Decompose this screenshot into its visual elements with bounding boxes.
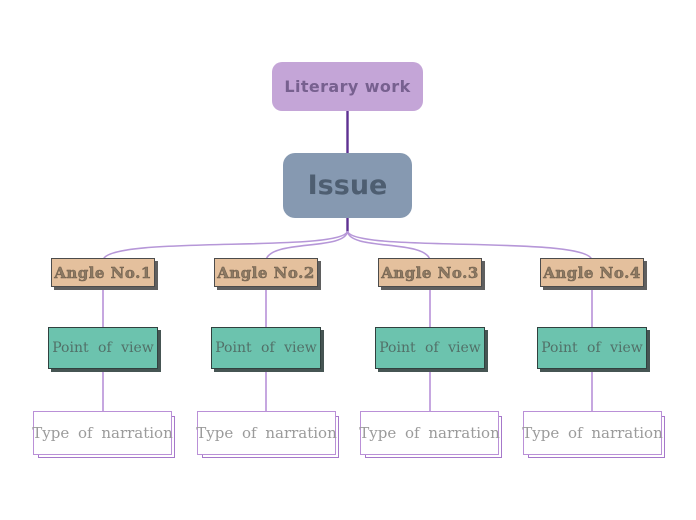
node-angle-4[interactable]: Angle No.4 xyxy=(540,258,644,287)
node-type-of-narration-3[interactable]: Type of narration xyxy=(359,411,500,455)
node-type-of-narration-2[interactable]: Type of narration xyxy=(196,411,337,455)
node-literary-work[interactable]: Literary work xyxy=(272,62,423,111)
node-point-of-view-4[interactable]: Point of view xyxy=(537,327,647,369)
node-point-of-view-1[interactable]: Point of view xyxy=(48,327,158,369)
connector-to-angle-2 xyxy=(265,230,349,261)
node-type-of-narration-1[interactable]: Type of narration xyxy=(32,411,173,455)
connector-fan-issue-to-angles xyxy=(102,230,593,261)
connector-column-lines xyxy=(102,285,593,413)
node-point-of-view-3[interactable]: Point of view xyxy=(375,327,485,369)
node-point-of-view-2[interactable]: Point of view xyxy=(211,327,321,369)
connector-to-angle-3 xyxy=(346,230,431,261)
node-type-of-narration-4[interactable]: Type of narration xyxy=(522,411,663,455)
connector-to-angle-4 xyxy=(346,230,593,261)
node-angle-3[interactable]: Angle No.3 xyxy=(378,258,482,287)
node-issue[interactable]: Issue xyxy=(283,153,412,218)
connector-to-angle-1 xyxy=(102,230,349,261)
node-angle-1[interactable]: Angle No.1 xyxy=(51,258,155,287)
node-angle-2[interactable]: Angle No.2 xyxy=(214,258,318,287)
